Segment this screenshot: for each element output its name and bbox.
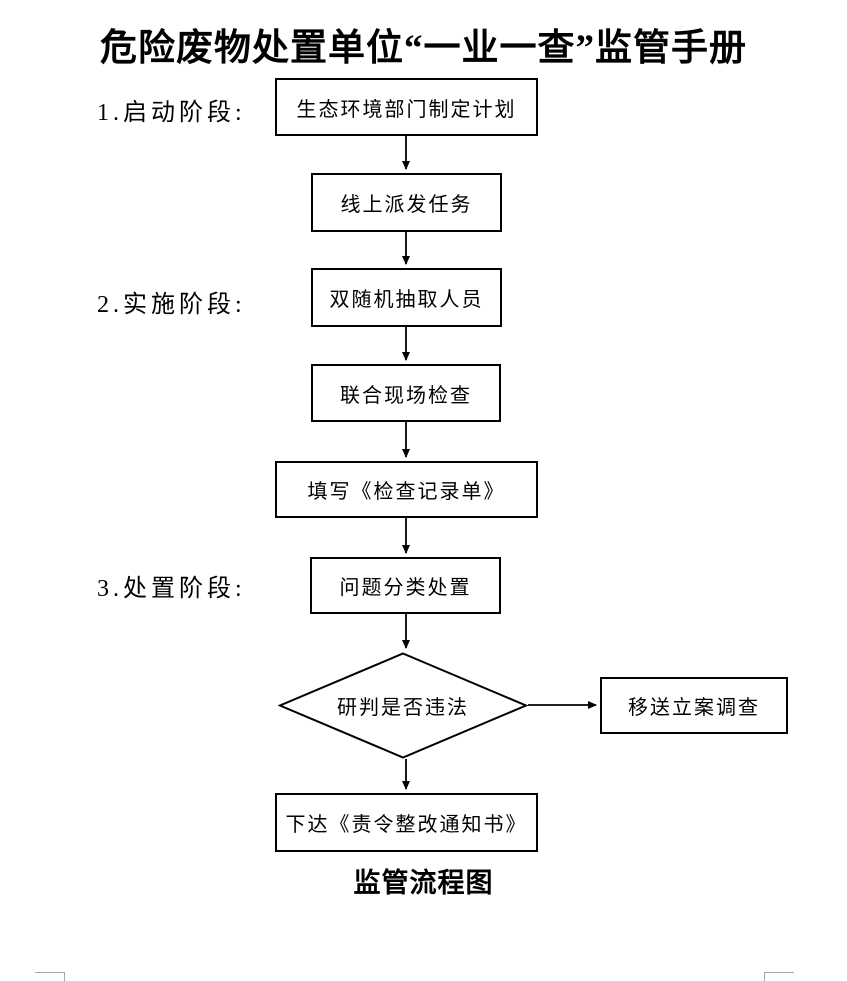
flow-node-dispatch-task: 线上派发任务 — [311, 173, 502, 232]
page-title: 危险废物处置单位“一业一查”监管手册 — [100, 28, 747, 69]
flow-node-judge-illegal: 研判是否违法 — [278, 652, 528, 759]
page-margin-mark-left — [35, 972, 65, 981]
flow-node-transfer-case: 移送立案调查 — [600, 677, 788, 734]
diamond-shape-icon — [278, 652, 528, 759]
flow-node-random-select: 双随机抽取人员 — [311, 268, 502, 327]
flow-node-issue-notice: 下达《责令整改通知书》 — [275, 793, 538, 852]
stage-label-implementation: 2.实施阶段: — [97, 292, 246, 318]
flow-node-make-plan: 生态环境部门制定计划 — [275, 78, 538, 136]
stage-label-start: 1.启动阶段: — [97, 100, 246, 126]
flowchart-caption: 监管流程图 — [353, 868, 494, 898]
stage-label-disposal: 3.处置阶段: — [97, 576, 246, 602]
flow-node-classify-issues: 问题分类处置 — [310, 557, 501, 614]
flow-node-site-inspection: 联合现场检查 — [311, 364, 501, 422]
diamond-label: 研判是否违法 — [337, 697, 469, 719]
flow-node-fill-record: 填写《检查记录单》 — [275, 461, 538, 518]
page-margin-mark-right — [764, 972, 794, 981]
